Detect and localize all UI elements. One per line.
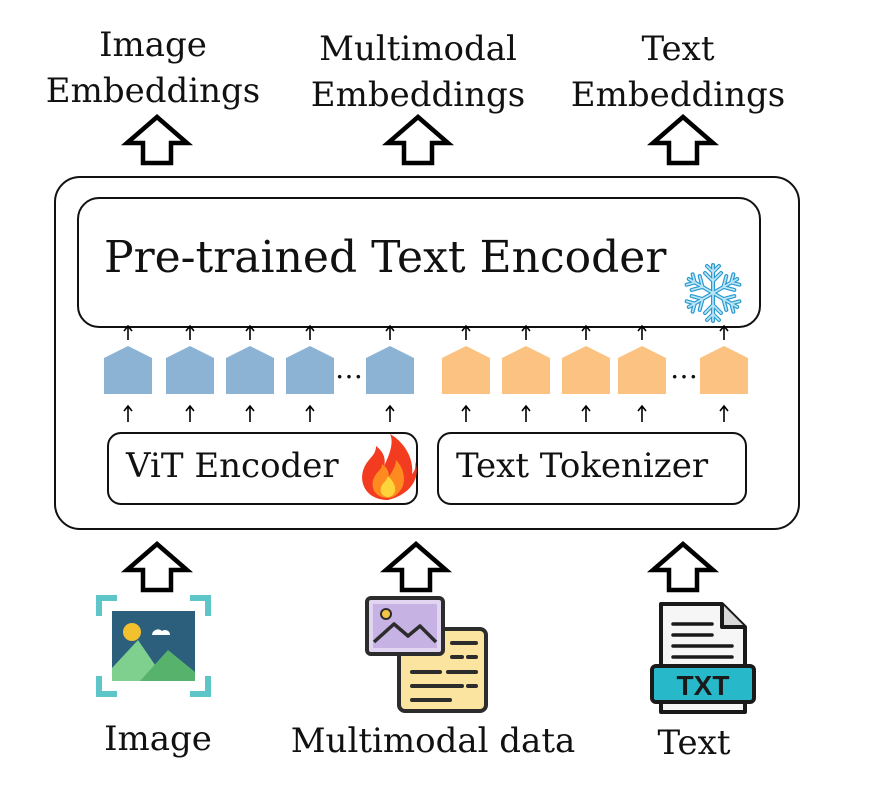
thin-arrows — [123, 324, 729, 422]
text-token — [442, 346, 490, 394]
multimodal-data-icon — [365, 596, 488, 713]
flame-icon — [362, 434, 417, 500]
thin-arrow-icon — [305, 324, 315, 340]
text-tokenizer-label: Text Tokenizer — [456, 446, 709, 486]
txt-badge-text: TXT — [677, 670, 730, 701]
thin-arrow-icon — [245, 404, 255, 422]
thin-arrow-icon — [581, 404, 591, 422]
text-token-ellipsis: … — [670, 352, 698, 385]
image-token — [286, 346, 334, 394]
thin-arrow-icon — [385, 404, 395, 422]
thin-arrow-icon — [123, 324, 133, 340]
thin-arrow-icon — [637, 404, 647, 422]
up-arrow-icon — [386, 544, 446, 590]
thin-arrow-icon — [521, 324, 531, 340]
text-token — [562, 346, 610, 394]
image-token — [166, 346, 214, 394]
thin-arrow-icon — [185, 324, 195, 340]
up-arrow-icon — [127, 544, 187, 590]
image-token — [226, 346, 274, 394]
image-token-ellipsis: … — [335, 352, 363, 385]
up-arrow-icon — [127, 117, 187, 163]
up-arrow-icon — [388, 117, 448, 163]
text-tokenizer-box — [437, 432, 747, 505]
thin-arrow-icon — [461, 324, 471, 340]
text-input-label: Text — [657, 723, 731, 763]
text-token — [700, 346, 748, 394]
thin-arrow-icon — [123, 404, 133, 422]
vit-encoder-label: ViT Encoder — [126, 446, 339, 486]
thin-arrow-icon — [719, 324, 729, 340]
image-input-label: Image — [104, 719, 212, 759]
image-icon — [96, 595, 211, 697]
up-arrow-icon — [653, 544, 713, 590]
thin-arrow-icon — [385, 324, 395, 340]
text-tokens — [442, 346, 748, 394]
thin-arrow-icon — [461, 404, 471, 422]
image-token — [104, 346, 152, 394]
thin-arrow-icon — [185, 404, 195, 422]
thin-arrow-icon — [637, 324, 647, 340]
image-tokens — [104, 346, 414, 394]
image-token — [366, 346, 414, 394]
pretrained-text-encoder-box — [77, 197, 761, 328]
txt-file-icon: TXT — [650, 602, 756, 714]
pretrained-text-encoder-label: Pre-trained Text Encoder — [104, 232, 667, 283]
thin-arrow-icon — [581, 324, 591, 340]
text-token — [618, 346, 666, 394]
text-token — [502, 346, 550, 394]
multimodal-input-label: Multimodal data — [290, 721, 576, 761]
thin-arrow-icon — [521, 404, 531, 422]
up-arrow-icon — [653, 117, 713, 163]
thin-arrow-icon — [305, 404, 315, 422]
thin-arrow-icon — [245, 324, 255, 340]
thin-arrow-icon — [719, 404, 729, 422]
